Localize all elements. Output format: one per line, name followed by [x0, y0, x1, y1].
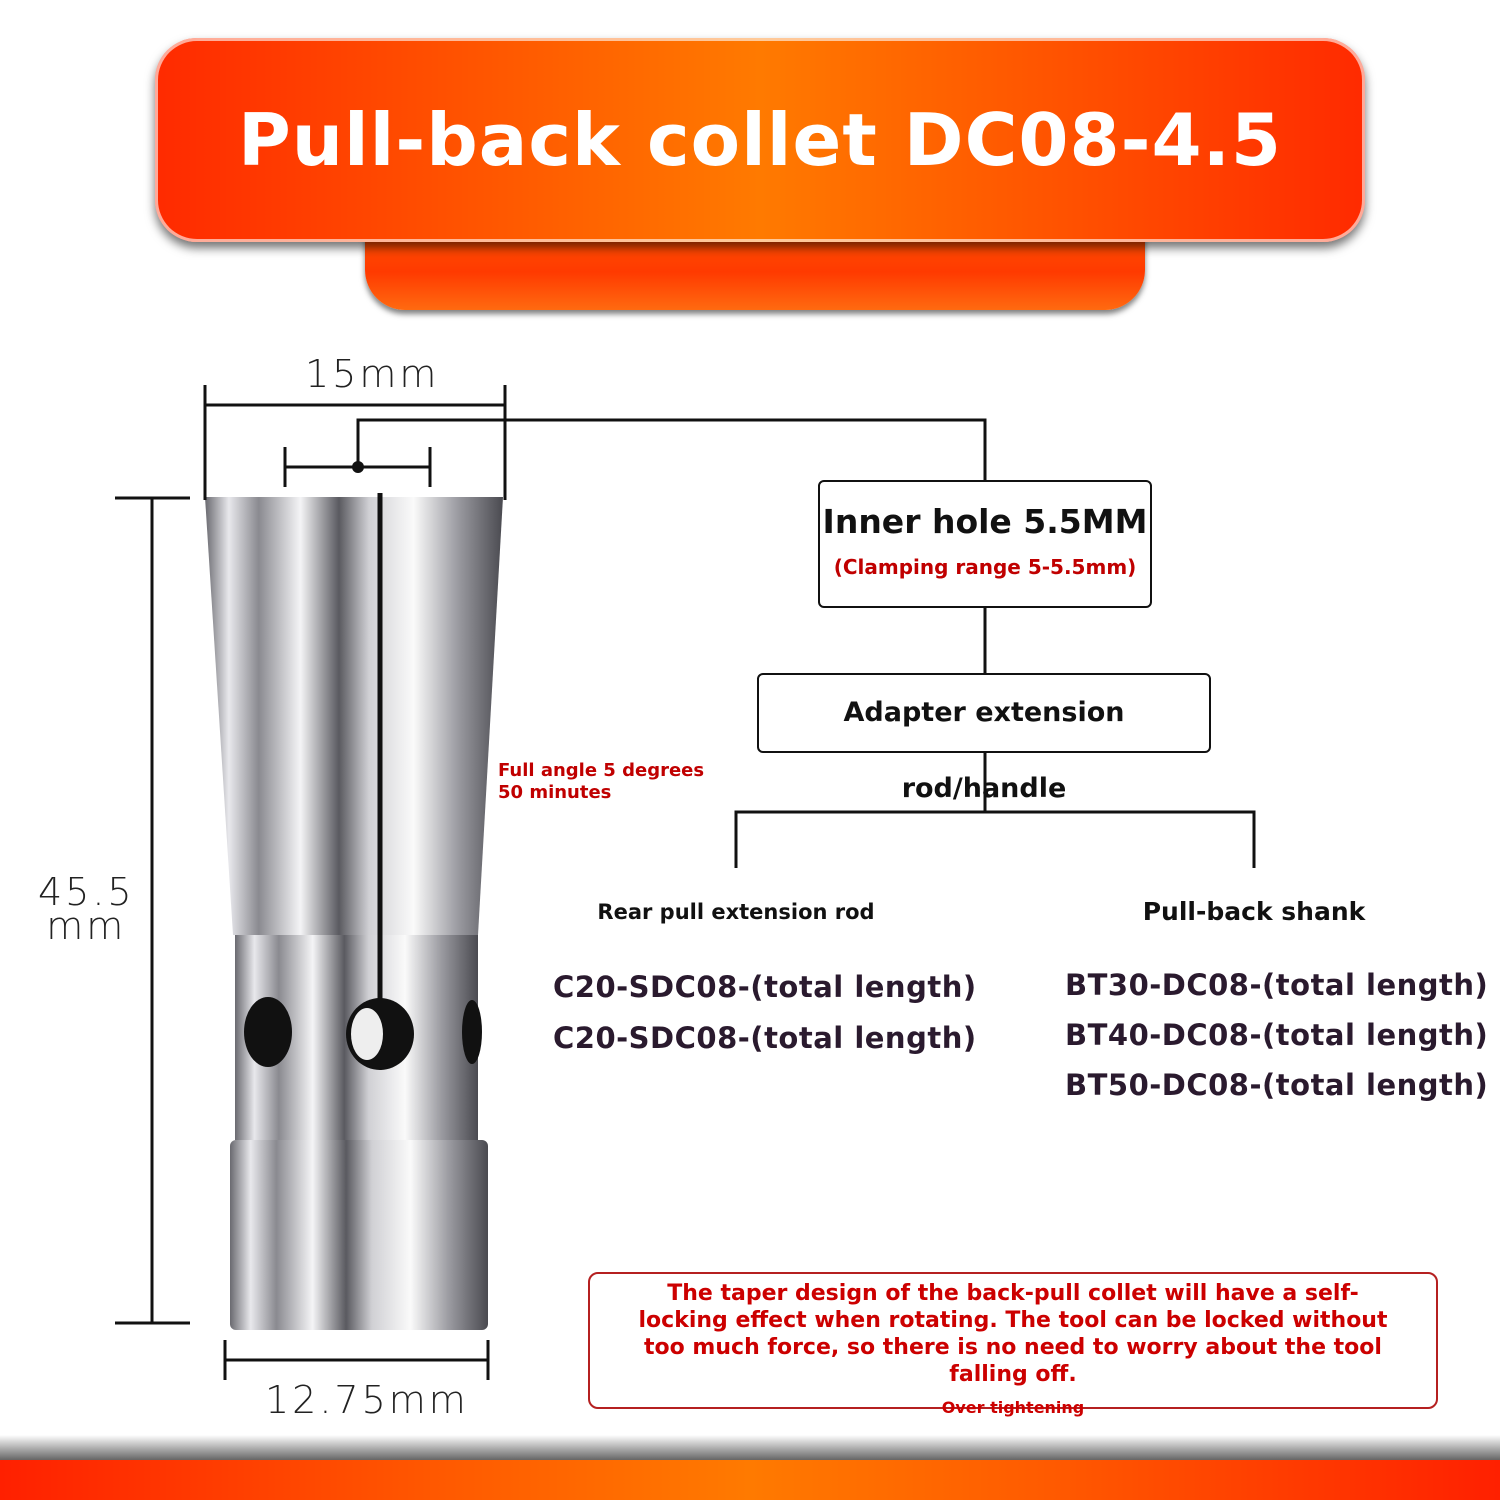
angle-line2: 50 minutes: [498, 782, 612, 803]
length-value: 45.5: [38, 870, 135, 914]
inner-hole-box: Inner hole 5.5MM (Clamping range 5-5.5mm…: [818, 480, 1152, 608]
angle-line1: Full angle 5 degrees: [498, 760, 705, 781]
model-item: BT40-DC08-(total length): [1065, 1018, 1489, 1052]
collet-slot-hole: [244, 997, 292, 1067]
note-footer: Over tightening: [941, 1398, 1085, 1417]
length-unit: mm: [46, 904, 127, 948]
collet-slot-hole: [462, 1000, 482, 1064]
title-banner: Pull-back collet DC08-4.5: [155, 38, 1365, 242]
bottom-width-label: 12.75mm: [265, 1378, 469, 1422]
taper-angle-label: Full angle 5 degrees 50 minutes: [498, 760, 704, 804]
footer-bar: [0, 1460, 1500, 1500]
page-title: Pull-back collet DC08-4.5: [237, 98, 1283, 182]
model-item: C20-SDC08-(total length): [553, 1021, 977, 1055]
pull-back-shank-models: BT30-DC08-(total length) BT40-DC08-(tota…: [1065, 960, 1488, 1110]
model-item: BT50-DC08-(total length): [1065, 1068, 1489, 1102]
collet-base: [230, 1140, 488, 1330]
clamping-range: (Clamping range 5-5.5mm): [833, 555, 1137, 579]
model-item: C20-SDC08-(total length): [553, 970, 977, 1004]
pull-back-shank-heading: Pull-back shank: [1142, 897, 1366, 926]
footer-shadow: [0, 1435, 1500, 1460]
inner-hole-title: Inner hole 5.5MM: [822, 502, 1148, 541]
collet-taper: [205, 497, 503, 935]
note-text: The taper design of the back-pull collet…: [638, 1281, 1388, 1387]
rear-pull-models: C20-SDC08-(total length) C20-SDC08-(tota…: [553, 962, 977, 1064]
adapter-box: Adapter extension rod/handle: [757, 673, 1211, 804]
self-locking-note: The taper design of the back-pull collet…: [588, 1272, 1438, 1417]
length-label: 45.5 mm: [38, 870, 135, 948]
top-width-label: 15mm: [305, 352, 440, 396]
rear-pull-heading: Rear pull extension rod: [597, 900, 875, 924]
model-item: BT30-DC08-(total length): [1065, 968, 1489, 1002]
